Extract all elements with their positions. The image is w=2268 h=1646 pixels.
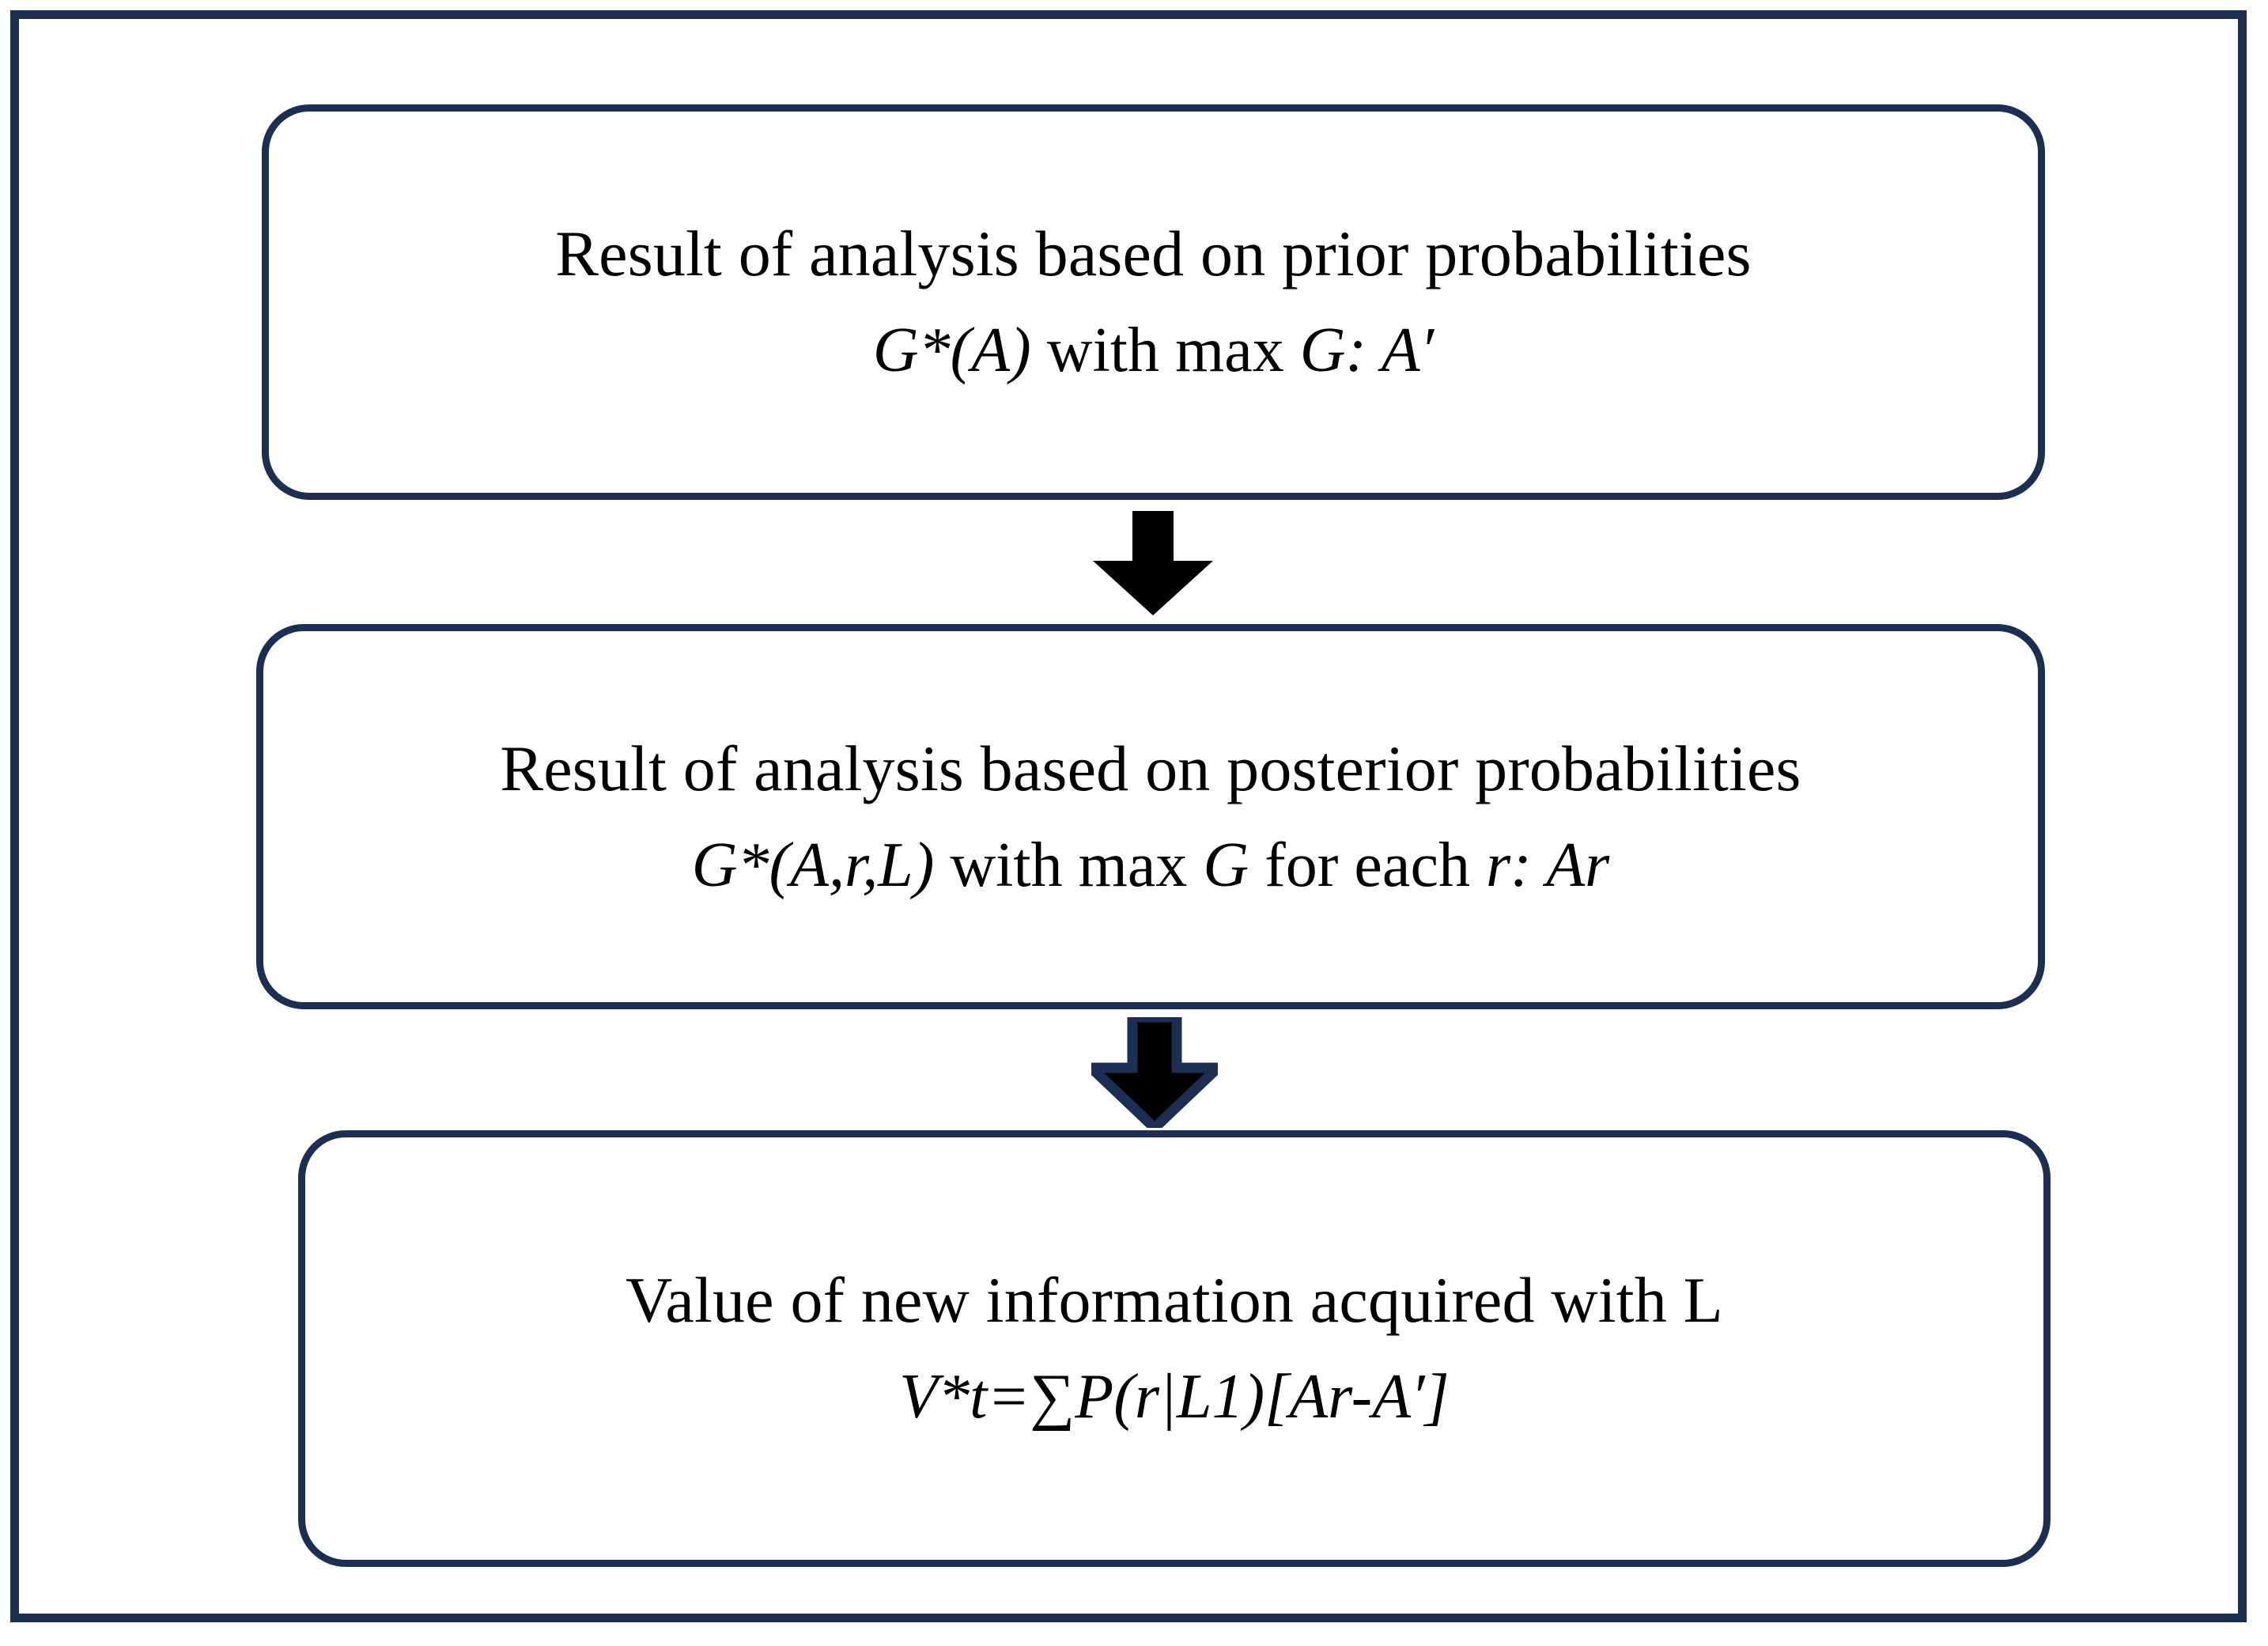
formula-segment: with max xyxy=(934,830,1204,900)
flow-node-prior-analysis: Result of analysis based on prior probab… xyxy=(262,104,2045,500)
formula-segment: G xyxy=(1203,830,1249,900)
figure-outer-frame: Result of analysis based on prior probab… xyxy=(10,10,2247,1622)
node-title: Value of new information acquired with L xyxy=(626,1264,1723,1337)
node-formula: G*(A,r,L) with max G for each r: Ar xyxy=(692,828,1610,902)
formula-segment: with max xyxy=(1030,316,1300,386)
flow-node-posterior-analysis: Result of analysis based on posterior pr… xyxy=(256,624,2045,1009)
formula-segment: for each xyxy=(1249,830,1486,900)
down-arrow-icon xyxy=(1093,511,1213,615)
formula-segment: G*(A) xyxy=(872,316,1031,386)
formula-segment: r: Ar xyxy=(1485,830,1610,900)
node-formula: G*(A) with max G: A′ xyxy=(873,313,1434,388)
node-title: Result of analysis based on posterior pr… xyxy=(500,732,1801,804)
node-formula: V*t=∑P(r|L1)[Ar-A′] xyxy=(899,1360,1450,1434)
node-title: Result of analysis based on prior probab… xyxy=(555,218,1752,290)
formula-segment: V*t=∑P(r|L1)[Ar-A′] xyxy=(899,1362,1450,1432)
formula-segment: G*(A,r,L) xyxy=(691,830,935,900)
flow-node-value-of-information: Value of new information acquired with L… xyxy=(298,1130,2051,1567)
formula-segment: G: A′ xyxy=(1299,316,1435,386)
down-arrow-icon xyxy=(1091,1017,1218,1128)
